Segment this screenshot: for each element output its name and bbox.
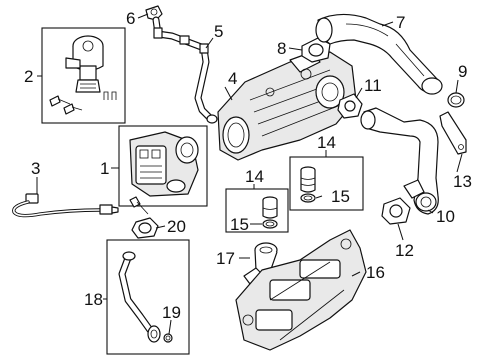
callout-6: 6 [126, 9, 135, 28]
part-9-o-ring[interactable] [447, 92, 465, 108]
part-20-gasket[interactable] [131, 217, 159, 239]
callouts: 2 1 3 4 5 6 7 8 9 10 11 12 13 14 14 15 1… [24, 9, 472, 322]
seal-15-upper[interactable] [300, 193, 316, 203]
callout-1: 1 [100, 159, 109, 178]
part-12-gasket[interactable] [381, 197, 411, 225]
screw-2 [63, 103, 83, 115]
part-1-egr-valve-group [118, 125, 208, 207]
callout-18: 18 [84, 290, 103, 309]
callout-7: 7 [396, 13, 405, 32]
callout-2: 2 [24, 67, 33, 86]
part-1-box [118, 125, 208, 207]
part-3-sensor[interactable] [12, 193, 119, 218]
part-13-bracket[interactable] [439, 111, 467, 155]
callout-15-upper: 15 [331, 187, 350, 206]
part-16-intake-manifold[interactable] [235, 229, 367, 351]
screw-1 [49, 95, 71, 107]
part-6-sensor[interactable] [145, 5, 163, 21]
part-11-gasket[interactable] [337, 93, 363, 119]
part-10-pipe[interactable] [360, 107, 439, 215]
bolt [129, 196, 149, 215]
egr-valve[interactable] [129, 131, 199, 197]
part-4-egr-cooler[interactable] [217, 51, 357, 161]
part-14-group-upper [289, 156, 364, 211]
part-18-hose-group [106, 239, 190, 355]
callout-20: 20 [167, 217, 186, 236]
callout-19: 19 [162, 303, 181, 322]
callout-14-upper: 14 [317, 133, 336, 152]
fitting-lower[interactable] [262, 196, 278, 219]
callout-15-lower: 15 [230, 215, 249, 234]
part-5-vacuum-line[interactable] [152, 16, 218, 124]
callout-13: 13 [453, 172, 472, 191]
callout-8: 8 [277, 39, 286, 58]
part-2-actuator-group [41, 27, 126, 124]
callout-5: 5 [214, 22, 223, 41]
callout-16: 16 [366, 263, 385, 282]
part-7-pipe[interactable] [315, 13, 443, 95]
leader-lines [36, 13, 463, 335]
part-14-group-lower [225, 188, 289, 233]
part-18-hose[interactable] [118, 251, 161, 343]
callout-9: 9 [458, 62, 467, 81]
callout-17: 17 [216, 249, 235, 268]
callout-3: 3 [31, 159, 40, 178]
part-18-box [106, 239, 190, 355]
fitting-upper[interactable] [300, 166, 316, 193]
part-19-clamp[interactable] [163, 333, 173, 343]
vacuum-actuator[interactable] [65, 35, 104, 93]
seal-15-lower[interactable] [262, 219, 278, 229]
part-14-box-lower [225, 188, 289, 233]
callout-14-lower: 14 [245, 167, 264, 186]
clips [103, 91, 117, 100]
callout-10: 10 [436, 207, 455, 226]
callout-11: 11 [364, 76, 382, 95]
callout-4: 4 [228, 69, 237, 88]
callout-12: 12 [395, 241, 414, 260]
